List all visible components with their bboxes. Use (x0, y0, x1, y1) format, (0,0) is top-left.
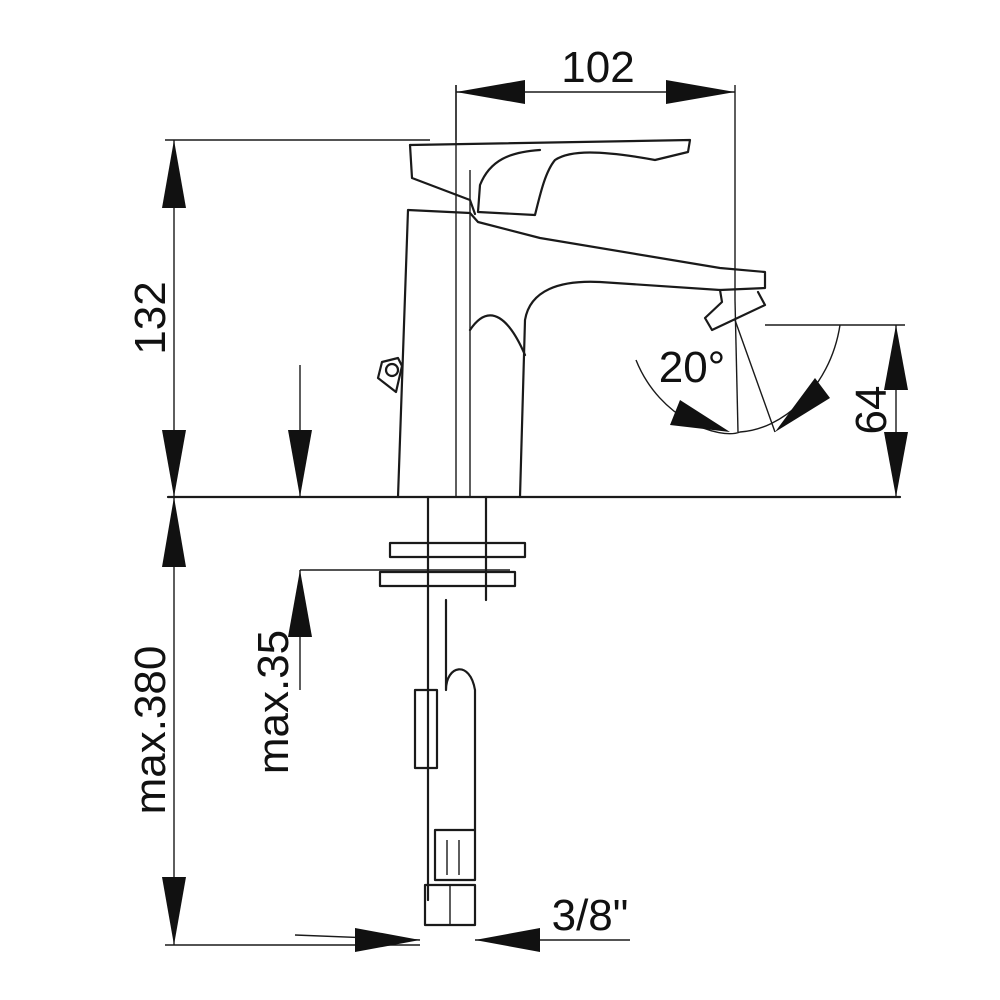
body-outline (396, 208, 767, 499)
arrow-angle-left (670, 400, 730, 432)
dim-label-connection: 3/8" (552, 891, 629, 940)
washer (388, 541, 527, 559)
angle-ref-vertical (734, 299, 739, 433)
dimension-connection: 3/8" (294, 891, 630, 952)
nut-plate (378, 570, 517, 588)
arrow-width-right (666, 80, 735, 104)
dimension-height: 132 (126, 139, 430, 497)
arrow-below-top (162, 497, 186, 567)
hose-ferrule (433, 828, 477, 882)
popup-knob (376, 356, 404, 394)
dim-label-angle: 20° (659, 343, 726, 392)
dimension-angle: 20° (635, 299, 841, 435)
arrow-thickness-up (288, 570, 312, 637)
lever-handle (408, 138, 692, 217)
lever-base (408, 143, 477, 216)
arrow-height-top (162, 140, 186, 208)
arrow-spout-top (884, 325, 908, 390)
aerator (703, 288, 767, 332)
arrow-spout-bottom (884, 432, 908, 497)
dim-label-below: max.380 (126, 646, 175, 815)
body-inner-curve (468, 314, 527, 357)
dim-label-height: 132 (126, 281, 175, 354)
arrow-width-left (456, 80, 525, 104)
dim-label-thickness: max.35 (249, 630, 298, 774)
dimension-counter-thickness: max.35 (249, 365, 312, 774)
faucet-body (166, 85, 902, 499)
dimension-below-counter: max.380 (126, 497, 420, 946)
arrow-thickness-down (288, 430, 312, 497)
hose-clip (413, 688, 439, 770)
flexible-hose (444, 598, 477, 832)
dim-label-spout: 64 (847, 386, 896, 435)
arrow-height-bottom (162, 430, 186, 497)
angle-ref-slanted (734, 319, 776, 433)
dimension-width: 102 (455, 43, 736, 300)
popup-knob-hole (384, 362, 400, 378)
arrow-angle-right (775, 378, 830, 432)
angle-arc (635, 324, 841, 435)
arrow-connection-left (355, 928, 420, 952)
dim-label-width: 102 (561, 43, 634, 92)
dimension-spout-height: 64 (765, 324, 908, 497)
arrow-below-bottom (162, 877, 186, 945)
arrow-connection-right (475, 928, 540, 952)
under-counter-assembly (300, 495, 527, 927)
